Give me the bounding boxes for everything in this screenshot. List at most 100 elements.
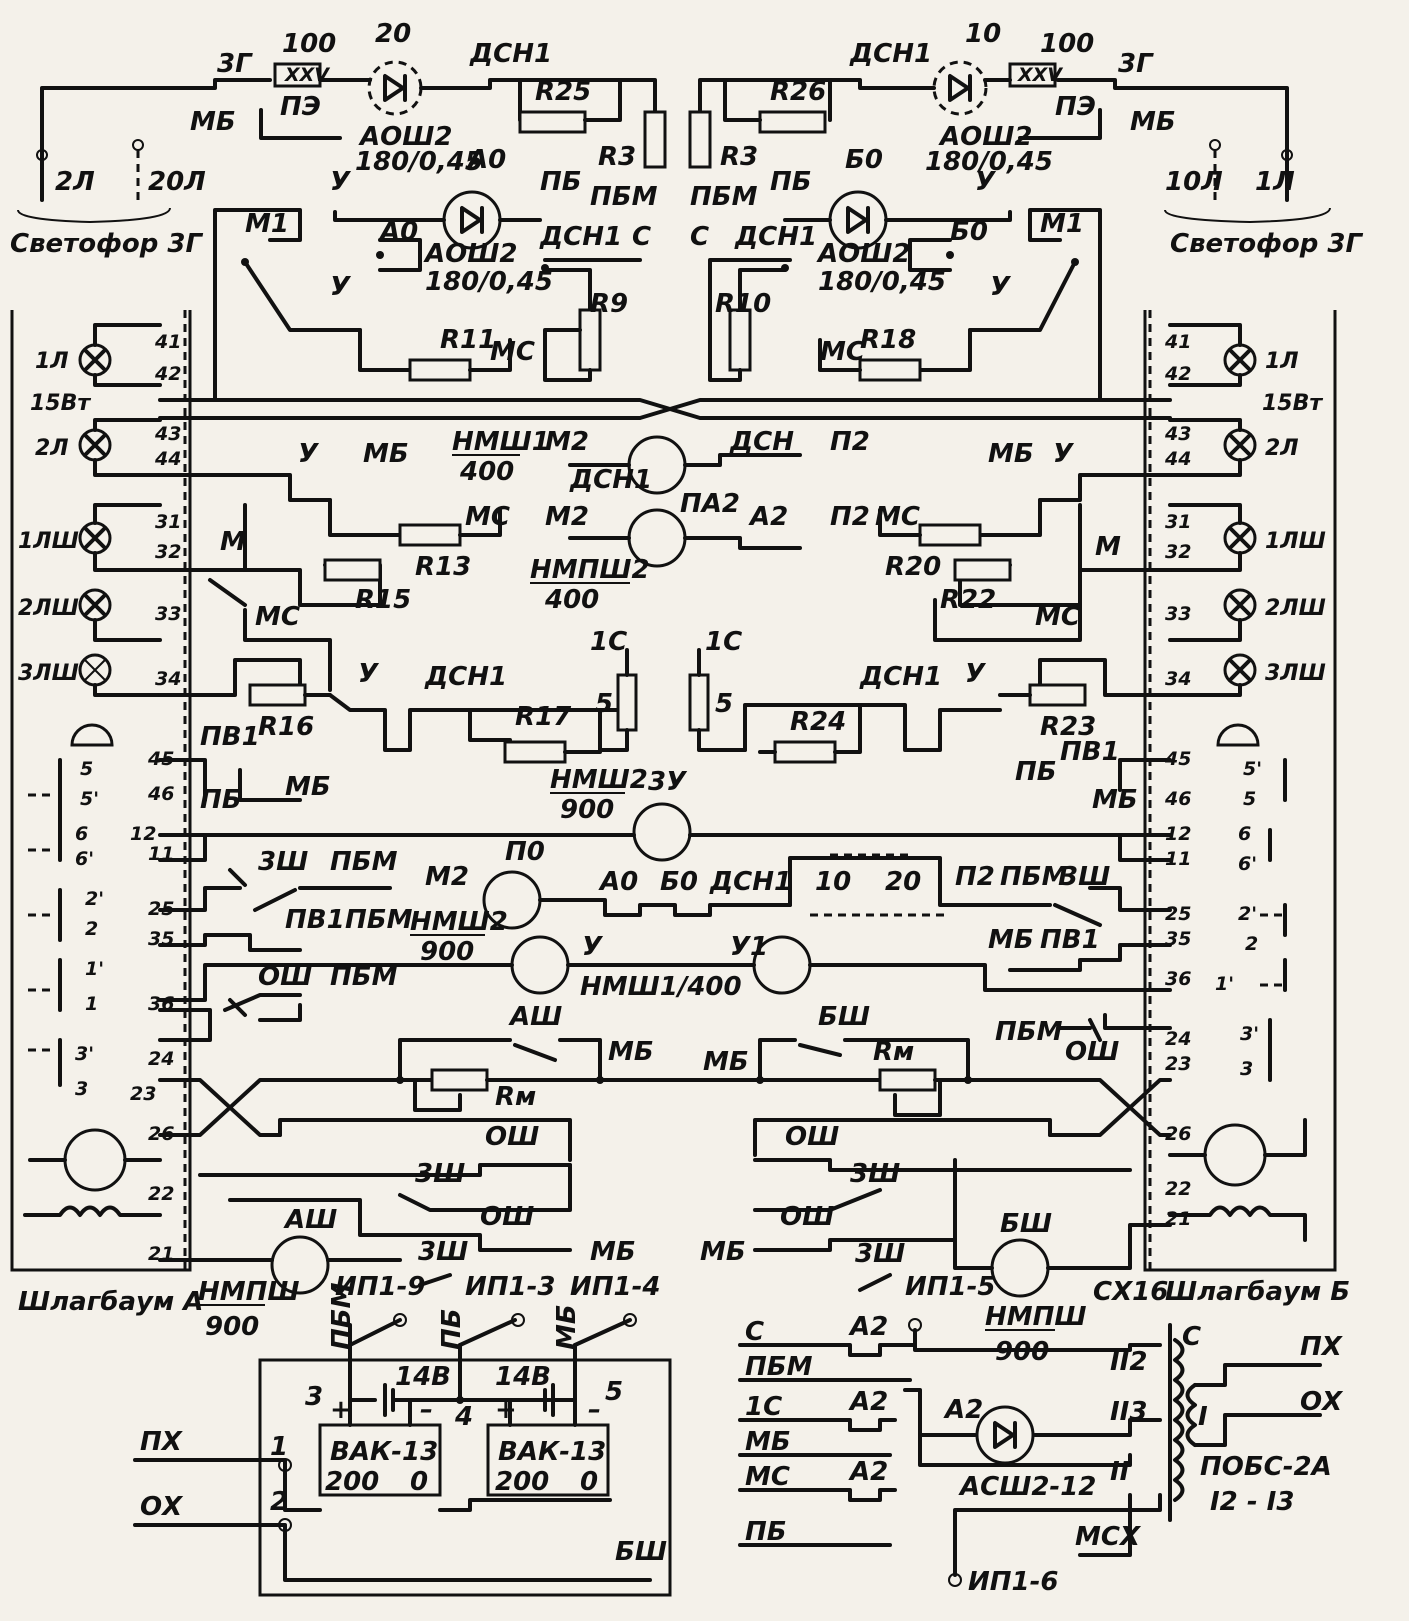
label-ao-contact: А0 xyxy=(378,217,418,247)
rectifier-vak13-1 xyxy=(318,1423,442,1497)
label-14v-1: 14В xyxy=(395,1362,451,1392)
coil-barrier-b xyxy=(1168,1205,1307,1242)
contact-1p-right: 1' xyxy=(1215,973,1234,995)
label-r26: R26 xyxy=(770,77,826,107)
term-36-right: 36 xyxy=(1165,968,1191,990)
label-900-po: 900 xyxy=(420,937,474,967)
term-41-right: 41 xyxy=(1164,331,1191,353)
xxv-label-left: XXV xyxy=(284,64,330,86)
label-mb-right-top: МБ xyxy=(1130,107,1176,137)
label-bsh-relay: БШ xyxy=(1000,1209,1052,1239)
label-u1-relay: У1 xyxy=(730,932,768,962)
traffic-light-3g-right-title: Светофор 3Г xyxy=(1170,229,1364,259)
term-24-left: 24 xyxy=(148,1048,174,1070)
r11-resistor xyxy=(408,358,472,382)
terminal-2-ox xyxy=(278,1518,292,1532)
r3-left-resistor xyxy=(643,110,667,169)
label-5-right: 5 xyxy=(715,689,733,719)
label-4-ps: 4 xyxy=(454,1402,473,1432)
junction-battery-mid xyxy=(456,1396,464,1404)
motor-barrier-b xyxy=(1203,1123,1267,1187)
label-mb-right-low: МБ xyxy=(700,1237,746,1267)
lamp-10l-terminal xyxy=(1209,139,1221,151)
label-winding-ii2: II2 xyxy=(1110,1347,1147,1377)
junction-right-relay-3 xyxy=(1071,258,1079,266)
label-ox-tr: ОХ xyxy=(1300,1387,1344,1417)
barrier-a-title: Шлагбаум А xyxy=(18,1287,203,1317)
term-24-right: 24 xyxy=(1165,1028,1191,1050)
label-mc-r13: МС xyxy=(465,502,510,532)
term-25-left: 25 xyxy=(148,898,174,920)
label-u-left: У xyxy=(330,167,352,197)
label-mb-left-top: МБ xyxy=(190,107,236,137)
junction-left-relay-1 xyxy=(376,251,384,259)
relay-3u xyxy=(632,802,692,862)
label-r11: R11 xyxy=(440,325,496,355)
label-pv1-right: ПВ1 xyxy=(1060,737,1120,767)
label-m2-1: М2 xyxy=(545,427,589,457)
rectifier-enclosure xyxy=(258,1358,672,1597)
label-nmpsh2-400: 400 xyxy=(544,585,599,615)
label-r17: R17 xyxy=(515,702,572,732)
label-pbm-ps: ПБМ xyxy=(327,1282,357,1350)
lamp-2l-right xyxy=(1223,428,1257,462)
term-45-left: 45 xyxy=(147,748,174,770)
label-pa2: ПА2 xyxy=(680,489,740,519)
label-ash-contact: АШ xyxy=(508,1002,562,1032)
label-r23: R23 xyxy=(1040,712,1096,742)
label-plus-1: + xyxy=(330,1395,352,1425)
label-aosh2-right-top: АОШ2 xyxy=(938,122,1032,152)
r17-resistor xyxy=(503,740,567,764)
transformer-secondary-coil xyxy=(1173,1338,1185,1502)
relay-bsh-nmpsh xyxy=(990,1238,1050,1298)
label-u-center-l: У xyxy=(298,439,320,469)
diode-right-signal xyxy=(932,60,988,116)
contact-3p-right: 3' xyxy=(1240,1023,1259,1045)
cross-bus-lines xyxy=(158,398,1172,502)
label-mc-left-top: МС xyxy=(490,337,535,367)
contact-5p-left: 5' xyxy=(80,788,99,810)
label-mb-pv1-right: МБ xyxy=(988,925,1034,955)
label-20-left: 20 xyxy=(375,19,411,49)
label-ao-relay: А0 xyxy=(466,145,506,175)
junction-rm-right xyxy=(756,1076,764,1084)
lamp-1lsh-left xyxy=(78,521,112,555)
lamp-3lsh-left xyxy=(78,653,112,687)
label-pb-tr: ПБ xyxy=(745,1517,787,1547)
label-a2-tr-1: А2 xyxy=(848,1312,888,1342)
label-aosh2-right: АОШ2 xyxy=(816,239,910,269)
label-14v-2: 14В xyxy=(495,1362,551,1392)
fuse-1c-left xyxy=(616,673,638,732)
label-lamp-10l: 10Л xyxy=(1165,167,1223,197)
label-100-right: 100 xyxy=(1040,29,1094,59)
label-vak13-1: ВАК-13 xyxy=(330,1437,438,1467)
label-pb-right: ПБ xyxy=(770,167,812,197)
label-mb-rm-left: МБ xyxy=(608,1037,654,1067)
label-mcx: МСХ xyxy=(1075,1522,1142,1552)
barrier-a-block: 5 5' 6 6' 2' 2 1' 1 3' 3 45 46 12 11 25 … xyxy=(18,723,661,1342)
term-31-left: 31 xyxy=(155,511,181,533)
label-m2-2: М2 xyxy=(545,502,589,532)
label-20-po: 20 xyxy=(885,867,921,897)
term-44-left: 44 xyxy=(154,448,181,470)
label-5-ps: 5 xyxy=(605,1377,623,1407)
contact-2p-left: 2' xyxy=(85,888,104,910)
ip1-4-terminal xyxy=(623,1313,637,1327)
label-r3-right: R3 xyxy=(720,142,758,172)
term-32-right: 32 xyxy=(1165,541,1191,563)
label-10-right: 10 xyxy=(965,19,1001,49)
label-m-left: М xyxy=(220,527,246,557)
label-po: П0 xyxy=(505,837,545,867)
term-12-left: 12 xyxy=(130,823,156,845)
label-lamp-3lsh-left: 3ЛШ xyxy=(18,661,79,686)
label-2-ps: 2 xyxy=(270,1487,288,1517)
label-0-2: 0 xyxy=(580,1467,598,1497)
r26-resistor xyxy=(758,110,827,134)
label-r13: R13 xyxy=(415,552,471,582)
label-px-tr: ПХ xyxy=(1300,1332,1344,1362)
junction-right-relay-1 xyxy=(946,251,954,259)
term-11-right: 11 xyxy=(1165,848,1191,870)
label-3-ps: 3 xyxy=(305,1382,323,1412)
label-pbm-osh-right: ПБМ xyxy=(995,1017,1063,1047)
